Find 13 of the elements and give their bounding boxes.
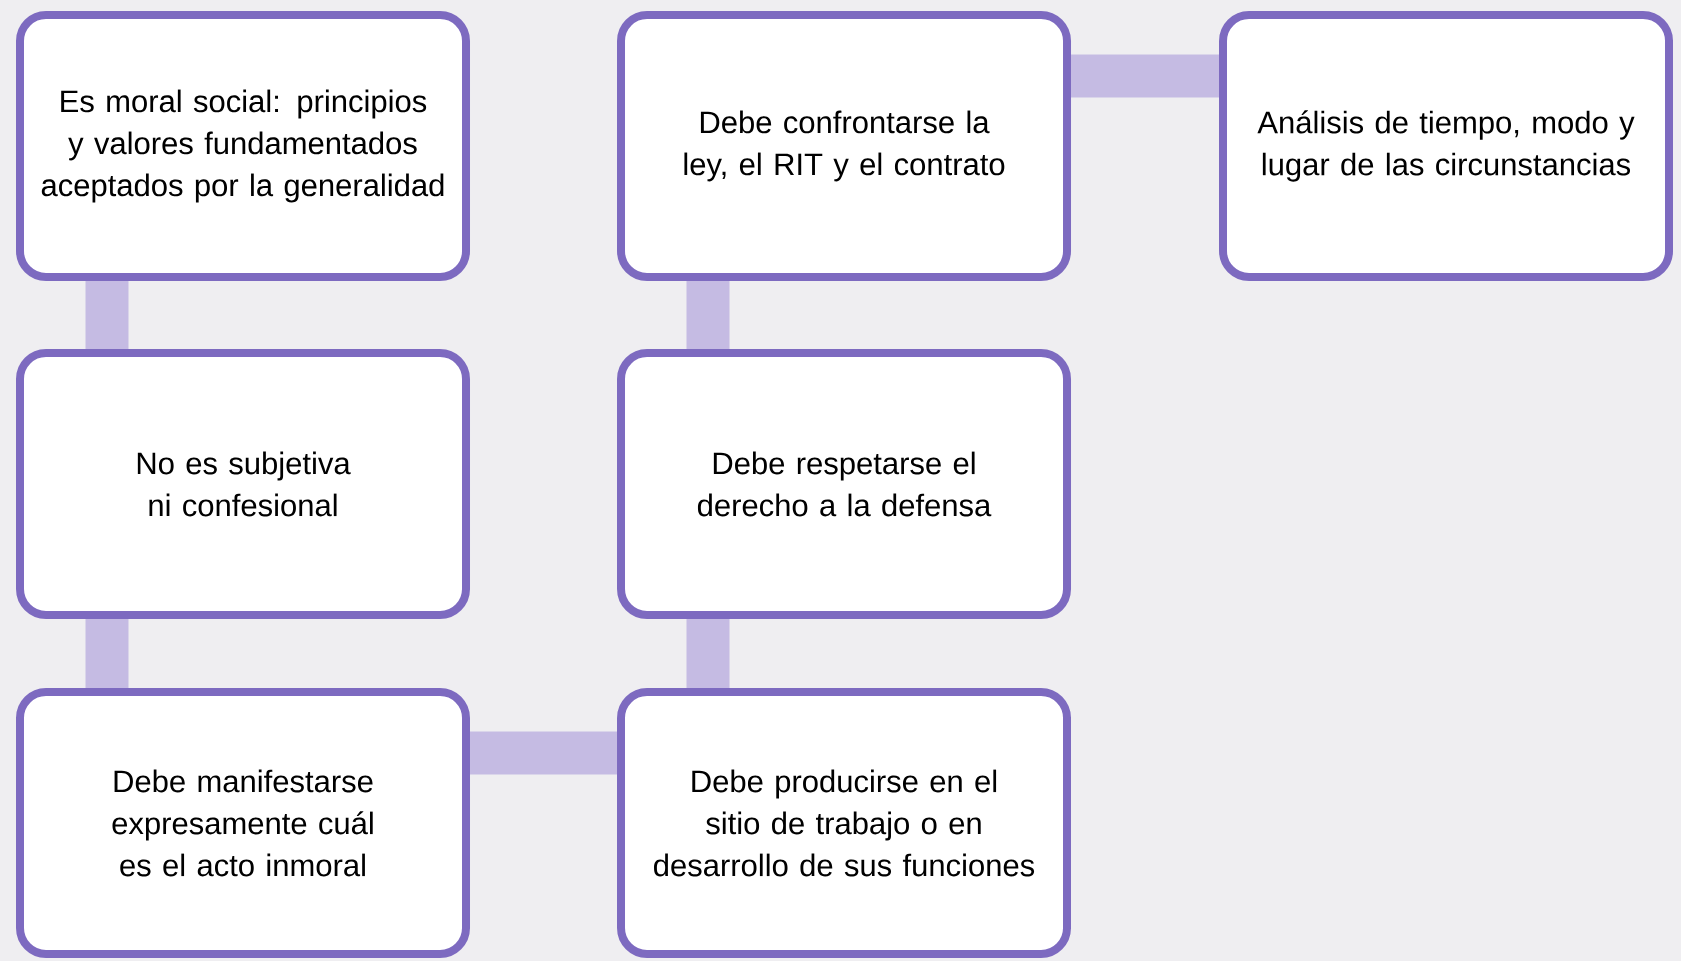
- connector-band: [686, 281, 730, 349]
- text-box: Es moral social: principios y valores fundamentados aceptados por la generalidad: [16, 11, 470, 281]
- connector-band: [85, 281, 129, 349]
- text-box: Debe respetarse el derecho a la defensa: [617, 349, 1071, 619]
- text-box: No es subjetiva ni confesional: [16, 349, 470, 619]
- text-box: Debe confrontarse la ley, el RIT y el contrato: [617, 11, 1071, 281]
- connector-band: [686, 619, 730, 688]
- text-box: Debe manifestarse expresamente cuál es el acto inmoral: [16, 688, 470, 958]
- text-box: Debe producirse en el sitio de trabajo o en desarrollo de sus funciones: [617, 688, 1071, 958]
- connector-band: [85, 619, 129, 688]
- connector-band: [470, 731, 617, 775]
- connector-band: [1071, 54, 1219, 98]
- text-box: Análisis de tiempo, modo y lugar de las circunstancias: [1219, 11, 1673, 281]
